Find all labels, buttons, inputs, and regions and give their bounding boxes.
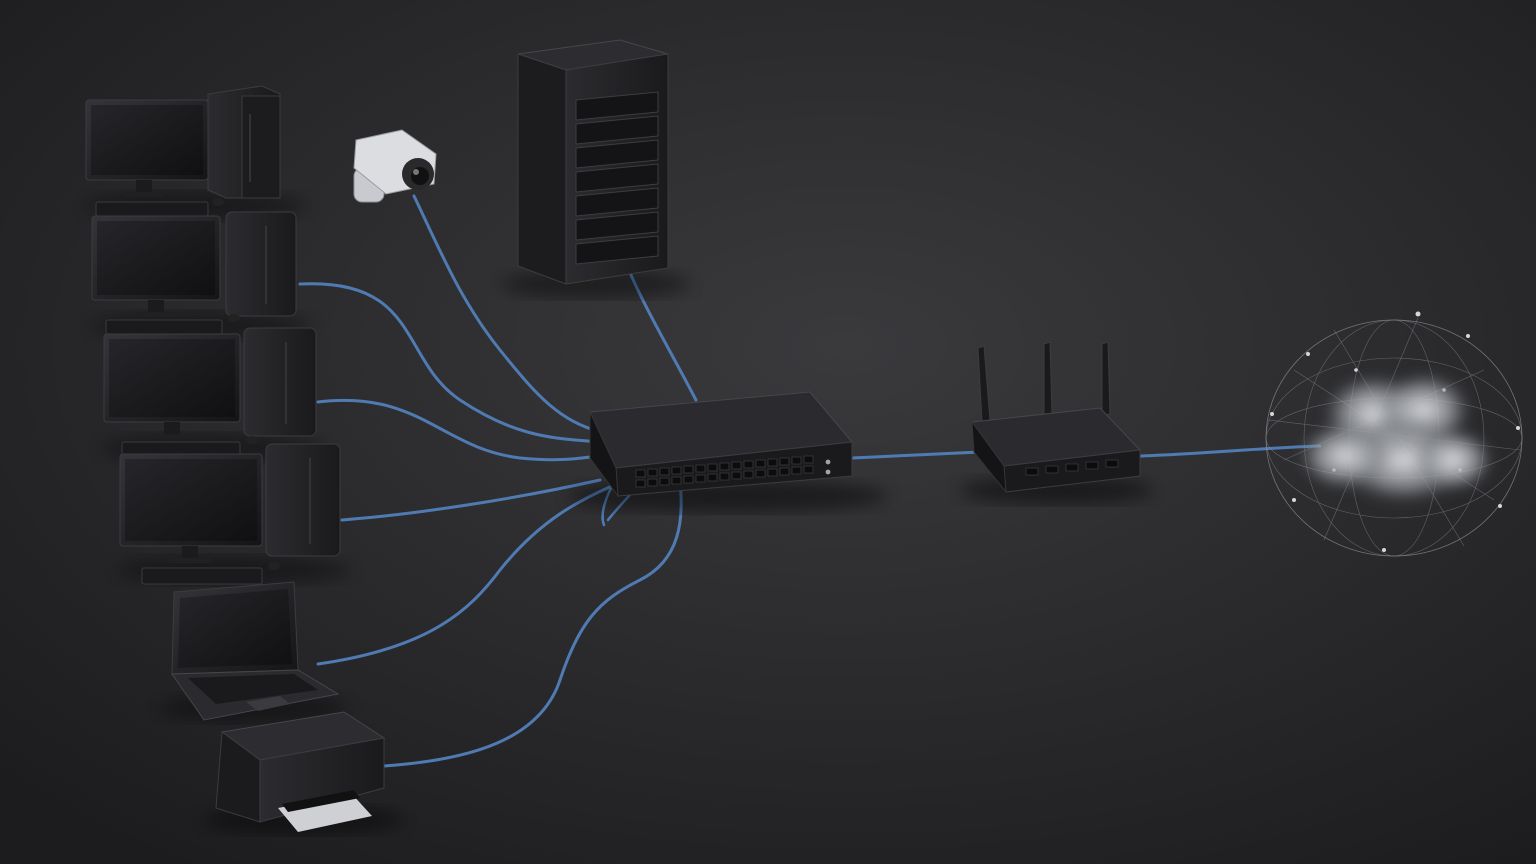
desktop-pc-icon[interactable] xyxy=(118,443,350,585)
router-antenna xyxy=(1101,341,1111,417)
monitor-base xyxy=(168,558,212,563)
monitor-screen xyxy=(91,105,203,175)
printer-side xyxy=(259,737,385,823)
mouse xyxy=(268,562,280,570)
laptop-keyboard xyxy=(188,674,318,704)
monitor-screen xyxy=(109,339,235,417)
server-bays xyxy=(575,91,659,265)
router-ports xyxy=(1025,459,1119,476)
camera-lens xyxy=(411,167,429,185)
camera-icon[interactable] xyxy=(353,129,437,203)
cloud-icon[interactable] xyxy=(1265,311,1523,557)
mouse xyxy=(212,198,224,206)
monitor-stand xyxy=(182,546,198,560)
desktop-pc-icon[interactable] xyxy=(102,327,326,462)
keyboard xyxy=(95,201,209,217)
cable-desktop-2-switch xyxy=(298,282,600,444)
router-side xyxy=(971,420,1007,494)
switch-icon[interactable] xyxy=(568,391,888,512)
monitor-base xyxy=(124,192,164,197)
server-icon[interactable] xyxy=(502,39,690,298)
cable-camera-switch xyxy=(412,194,602,434)
monitor-base xyxy=(150,434,194,439)
keyboard xyxy=(105,319,223,335)
cable-router-cloud xyxy=(1138,444,1322,458)
monitor-screen xyxy=(97,221,215,295)
monitor-stand xyxy=(136,180,152,194)
keyboard xyxy=(141,567,263,585)
printer-icon[interactable] xyxy=(204,711,404,834)
cable-laptop-switch xyxy=(316,484,614,666)
tower-face xyxy=(265,443,341,557)
tower-face xyxy=(225,211,297,317)
switch-ports xyxy=(635,455,814,488)
laptop-touchpad xyxy=(246,696,290,711)
monitor-screen xyxy=(125,459,257,541)
desktop-pc-icon[interactable] xyxy=(91,211,312,340)
camera-lens-glint xyxy=(413,169,419,175)
tower-face xyxy=(243,327,317,437)
monitor-stand xyxy=(164,422,180,436)
cable-switch-router xyxy=(850,450,982,460)
cloud-puff xyxy=(1298,372,1494,504)
monitor-base xyxy=(136,312,176,317)
router-icon[interactable] xyxy=(960,341,1152,504)
cable-printer-switch xyxy=(382,480,683,768)
tower-face xyxy=(241,95,281,199)
monitor-stand xyxy=(148,300,164,314)
mouse xyxy=(228,314,240,322)
switch-status-led xyxy=(825,469,831,475)
router-antenna xyxy=(1043,341,1053,417)
paper-tray xyxy=(278,794,372,832)
laptop-icon[interactable] xyxy=(160,581,348,722)
desktop-pc-icon[interactable] xyxy=(85,85,306,220)
paper-tray-slot xyxy=(282,790,360,812)
server-left-side xyxy=(517,53,567,285)
switch-status-led xyxy=(825,459,831,465)
cable-desktop-3-switch xyxy=(316,399,600,462)
switch-side xyxy=(589,411,619,498)
mouse xyxy=(246,436,258,444)
cable-desktop-4-switch xyxy=(340,478,602,522)
laptop-screen xyxy=(178,589,292,668)
